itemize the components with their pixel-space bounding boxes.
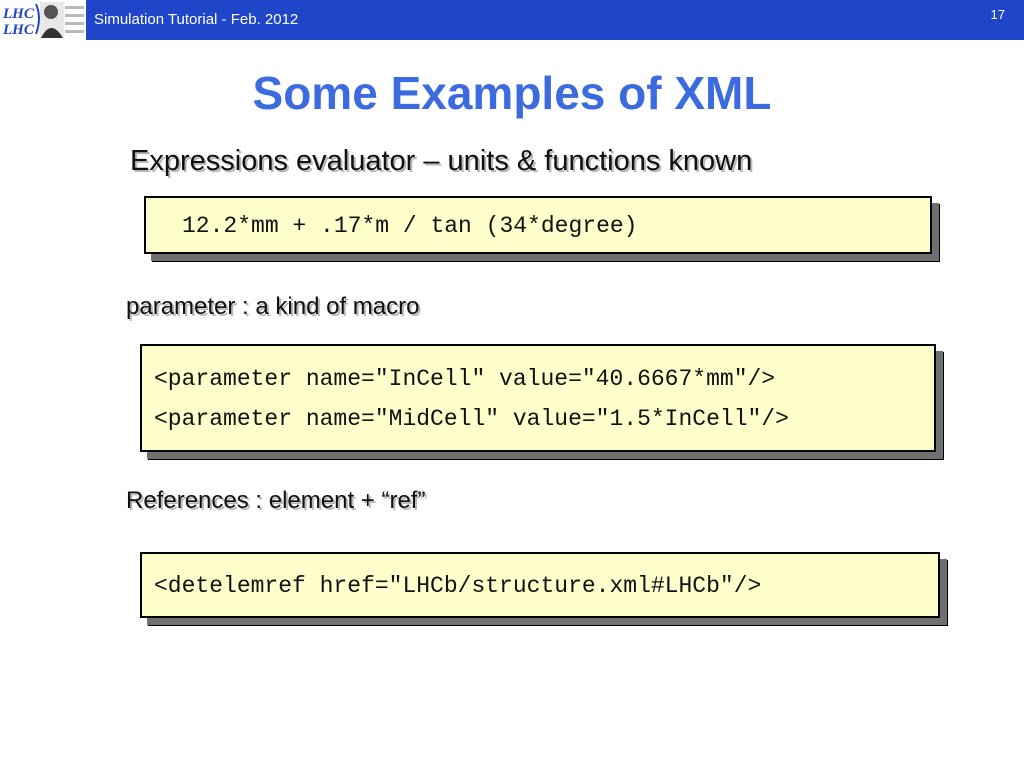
header-title: Simulation Tutorial - Feb. 2012 [94,11,299,28]
lhcb-logo-icon: LHC LHC [2,2,84,38]
lhcb-logo: LHC LHC [0,0,86,40]
code-line: <detelemref href="LHCb/structure.xml#LHC… [154,573,762,599]
section-heading-parameter: parameter : a kind of macro [126,293,420,320]
slide-number: 17 [990,7,1005,22]
header-bar: LHC LHC Simulation Tutorial - Feb. 2012 … [0,0,1024,40]
slide-title: Some Examples of XML [252,67,772,119]
code-box-parameter: <parameter name="InCell" value="40.6667*… [140,344,936,452]
code-box-expression: 12.2*mm + .17*m / tan (34*degree) [144,196,932,254]
code-line: <parameter name="MidCell" value="1.5*InC… [154,406,789,432]
code-line: 12.2*mm + .17*m / tan (34*degree) [182,213,638,239]
section-heading-expressions: Expressions evaluator – units & function… [130,145,753,177]
section-heading-references: References : element + “ref” [126,487,426,514]
code-box-reference: <detelemref href="LHCb/structure.xml#LHC… [140,552,940,618]
svg-text:LHC: LHC [2,6,35,22]
svg-text:LHC: LHC [2,22,35,38]
code-line: <parameter name="InCell" value="40.6667*… [154,366,776,392]
